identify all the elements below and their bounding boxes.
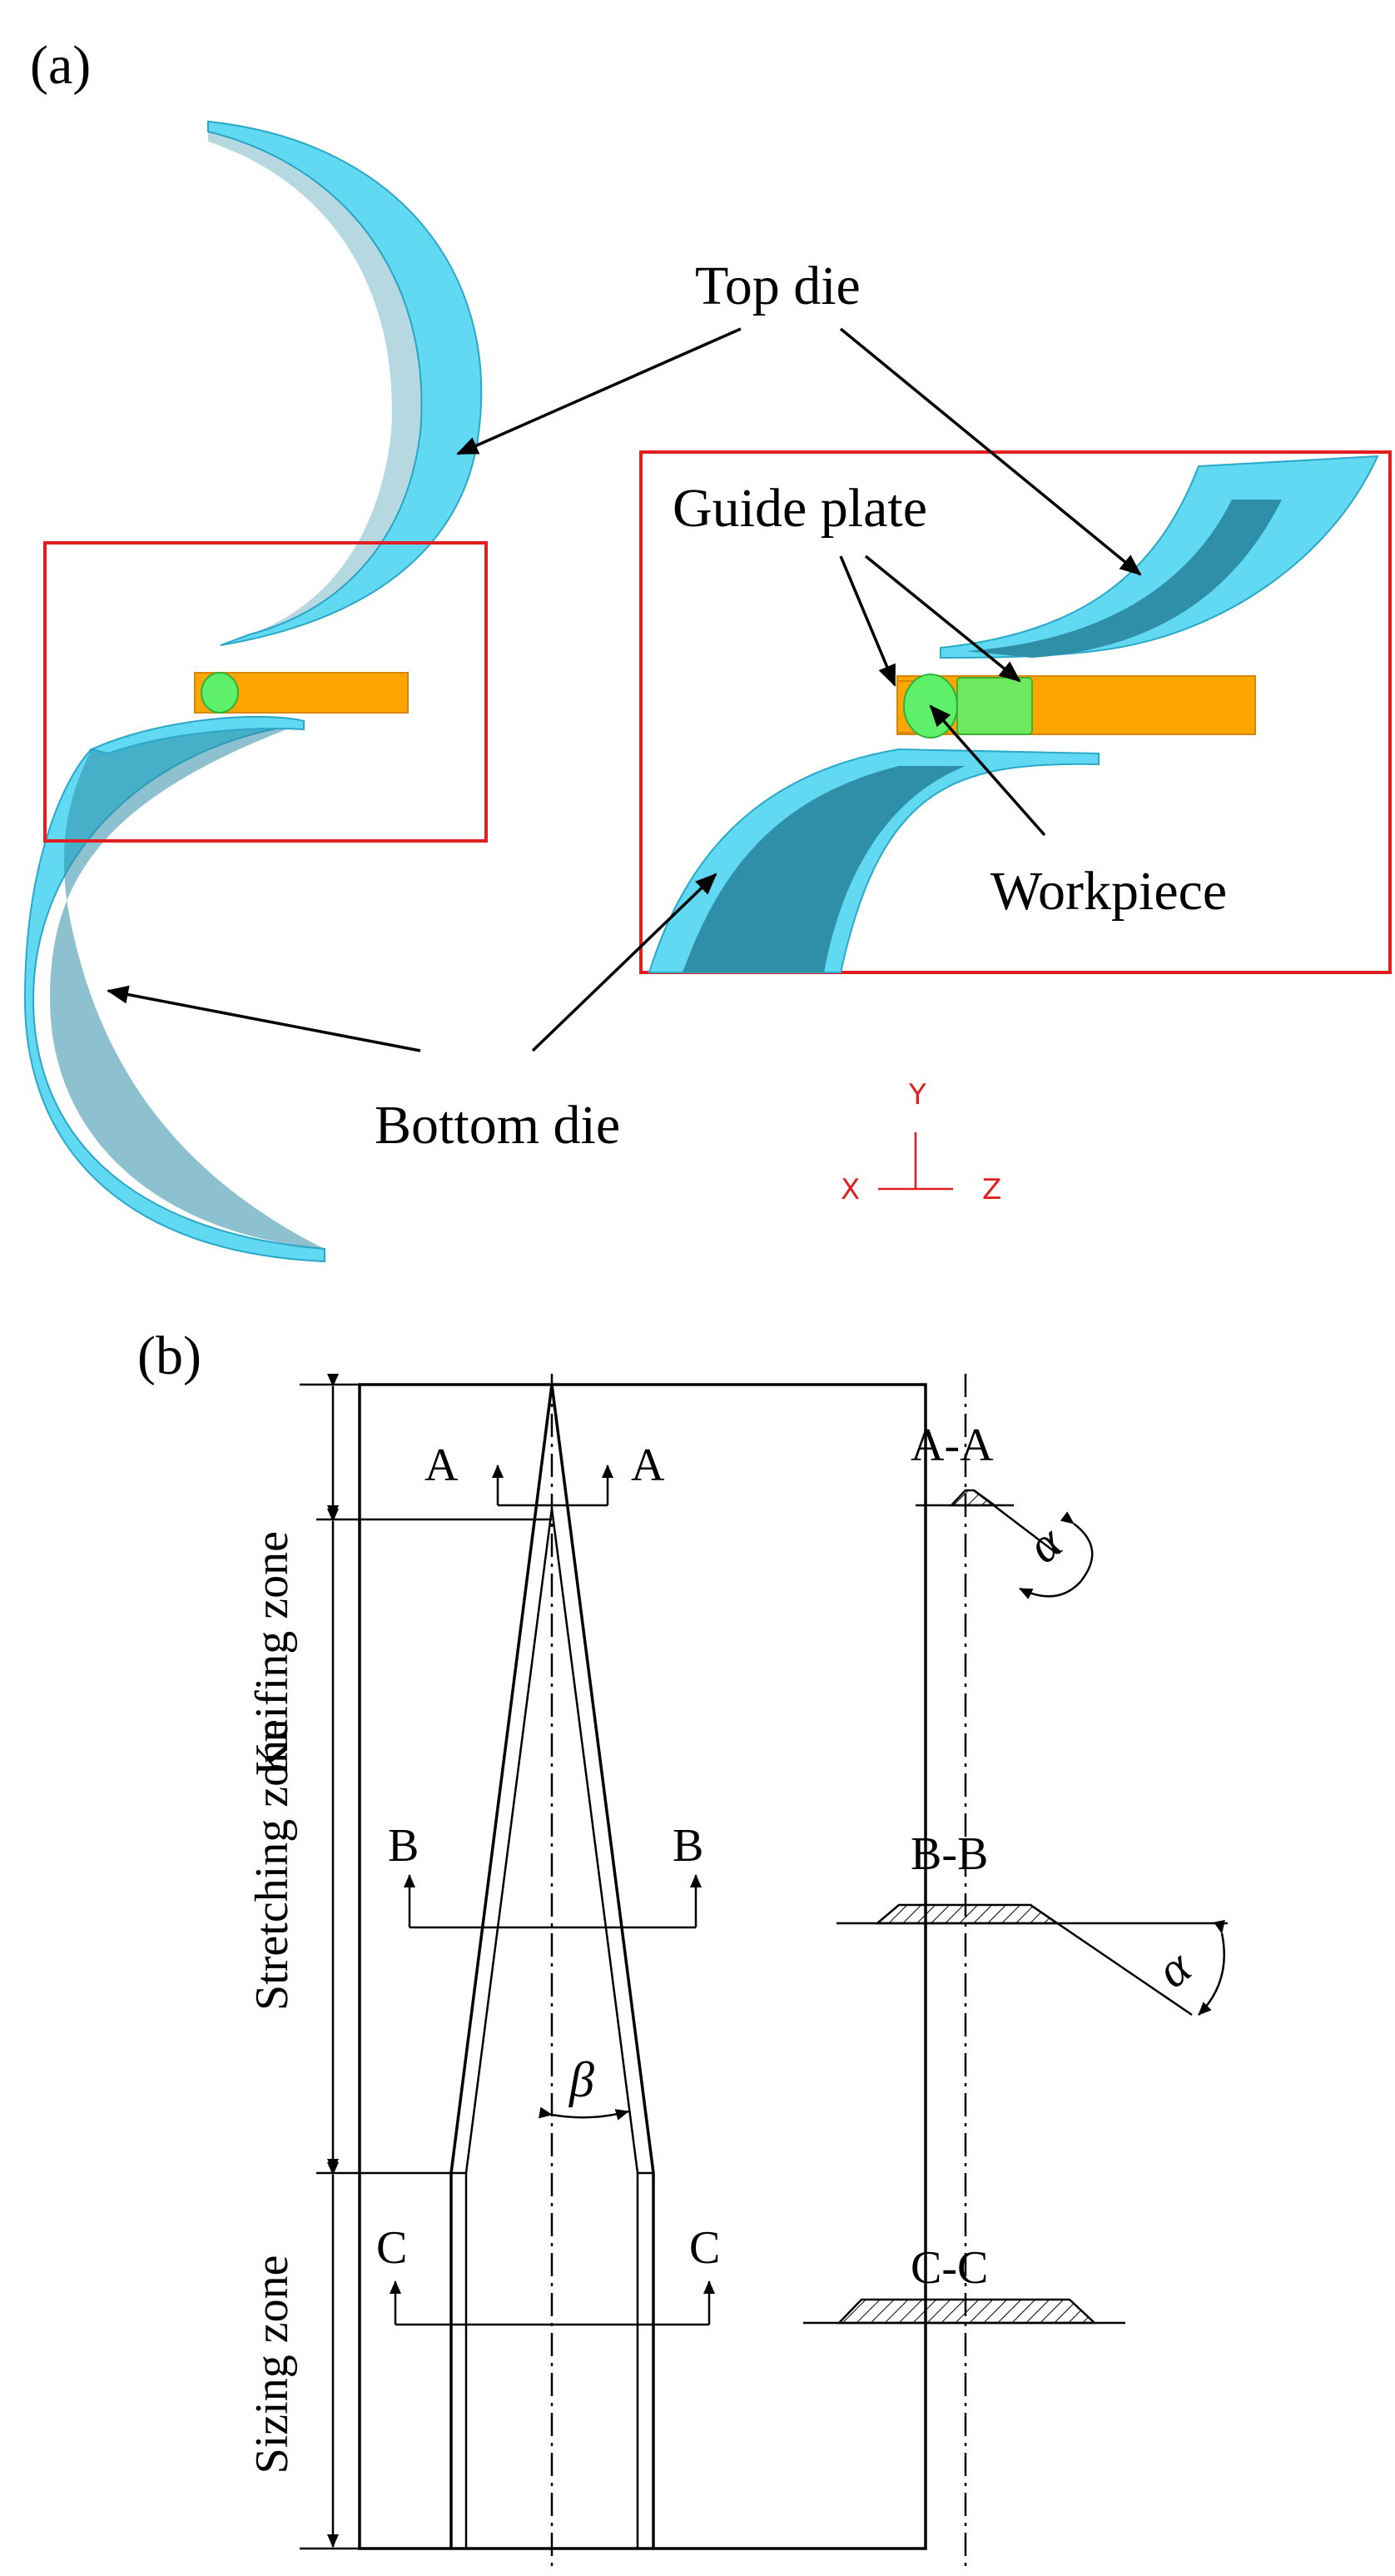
- top-die-left: [207, 120, 483, 646]
- axis-y-label: Y: [908, 1078, 926, 1111]
- top-die-label: Top die: [695, 256, 861, 316]
- section-a-right: A: [631, 1440, 665, 1491]
- section-aa-label: A-A: [911, 1420, 994, 1471]
- bottom-die-zoom: [648, 748, 1100, 973]
- section-c-left: C: [376, 2222, 407, 2274]
- section-a-left: A: [424, 1440, 459, 1491]
- section-b-left: B: [388, 1820, 419, 1872]
- guide-plate-label: Guide plate: [673, 478, 927, 539]
- section-bb-label: B-B: [911, 1828, 988, 1880]
- top-die-zoom: [940, 455, 1379, 659]
- knifing-zone-label: Knifing zone: [246, 1531, 298, 1776]
- beta-label: β: [568, 2052, 594, 2107]
- zoom-box: [639, 450, 1392, 974]
- workpiece-left: [201, 672, 239, 714]
- arrow-guide-plate-a: [839, 555, 896, 687]
- sizing-zone-label: Sizing zone: [246, 2255, 298, 2474]
- groove: [449, 1384, 655, 2549]
- workpiece-label: Workpiece: [990, 861, 1227, 922]
- section-mark-a: [492, 1465, 613, 1507]
- panel-b: (b) Knifing zone Stretching zone Sizing …: [137, 1325, 1228, 2569]
- section-cc-profile: [803, 2298, 1125, 2325]
- arrow-workpiece: [929, 704, 1046, 837]
- section-mark-c: [390, 2280, 715, 2326]
- alpha-label-1: α: [1017, 1514, 1073, 1574]
- beta-arc: [539, 2106, 629, 2121]
- panel-a-label: (a): [30, 35, 91, 96]
- zone-dimensions: [300, 1374, 552, 2550]
- panel-b-label: (b): [137, 1325, 201, 1386]
- section-c-right: C: [689, 2222, 720, 2274]
- arrow-bottom-die-left: [107, 985, 421, 1052]
- workpiece-zoom-body: [956, 677, 1033, 735]
- axis-triad: [878, 1132, 953, 1191]
- section-b-right: B: [673, 1820, 703, 1872]
- highlight-box-left: [43, 541, 488, 843]
- arrow-bottom-die-zoom: [531, 873, 717, 1052]
- axis-z-label: Z: [982, 1173, 1001, 1206]
- section-cc-label: C-C: [911, 2242, 988, 2294]
- bottom-die-left: [23, 715, 325, 1263]
- arrow-top-die-zoom: [839, 327, 1142, 576]
- section-mark-b: [404, 1874, 702, 1929]
- axis-x-label: X: [841, 1173, 860, 1206]
- section-aa-profile: [916, 1489, 1094, 1599]
- bottom-die-label: Bottom die: [375, 1095, 620, 1156]
- arrow-guide-plate-b: [864, 554, 1021, 683]
- section-bb-profile: [837, 1903, 1228, 2017]
- panel-a: (a): [23, 35, 1392, 1263]
- stretching-zone-label: Stretching zone: [246, 1719, 298, 2011]
- die-outline: [358, 1383, 927, 2550]
- arrow-top-die-left: [456, 327, 742, 455]
